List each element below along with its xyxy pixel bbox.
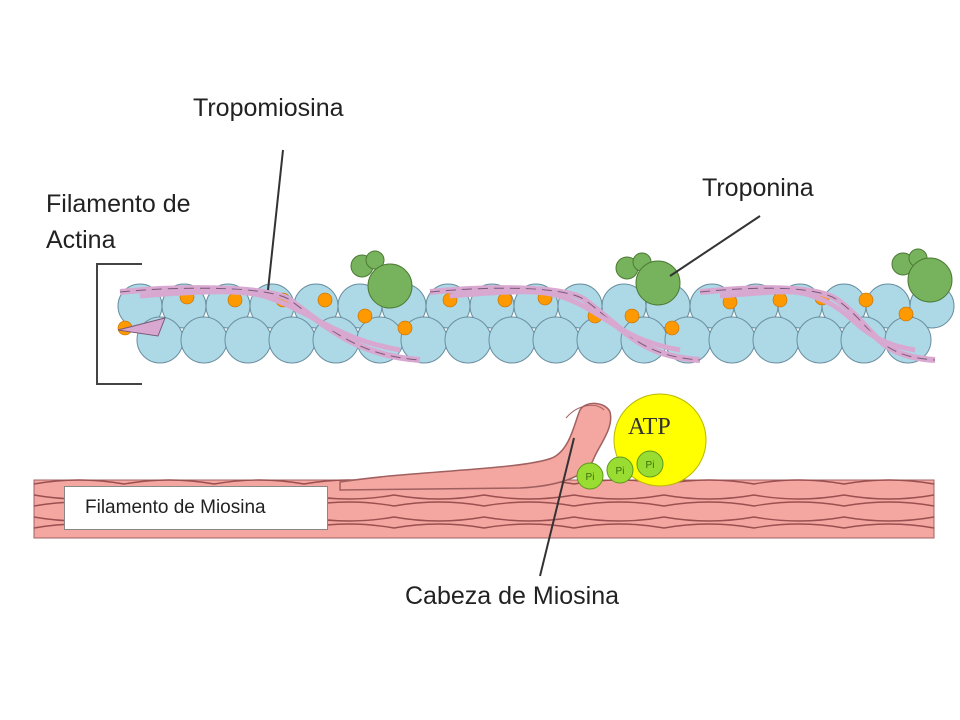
actin-globule [444,316,492,364]
binding-site [357,308,373,324]
cabeza-leader-line [539,437,575,577]
binding-site [227,292,243,308]
actin-filament [117,248,955,364]
actin-globule [752,316,800,364]
binding-site [772,292,788,308]
troponin-globe [367,263,413,309]
phosphate-label: Pi [646,460,655,471]
filamento-actina-label: Filamento de Actina [46,186,246,258]
binding-site [898,306,914,322]
filamento-miosina-label: Filamento de Miosina [64,486,328,530]
actin-bracket [96,263,142,385]
actin-globule [532,316,580,364]
binding-site [397,320,413,336]
troponin-small [365,250,385,270]
tropomyosin-strand [719,289,916,353]
phosphate [606,456,634,484]
cabeza-miosina-label: Cabeza de Miosina [405,582,620,610]
filamento-actina-line1: Filamento de [46,190,191,218]
actin-globule [268,316,316,364]
actin-globule [708,316,756,364]
binding-site [317,292,333,308]
atp-label: ATP [628,414,671,440]
actin-globule [180,316,228,364]
troponina-leader-line [669,215,761,277]
troponin-globe [907,257,953,303]
troponina-label: Troponina [702,174,814,202]
troponin-globe [635,260,681,306]
tropomiosina-leader-line [267,149,284,291]
actin-globule [488,316,536,364]
tropomyosin-strand [119,285,421,363]
tropomyosin-twist [699,287,936,361]
filamento-actina-line2: Actina [46,226,116,254]
binding-site [664,320,680,336]
tropomyosin-end [117,317,166,337]
phosphate [576,462,604,490]
tropomyosin-strand [449,289,681,353]
phosphate-label: Pi [616,466,625,477]
phosphate [636,450,664,478]
tropomiosina-label: Tropomiosina [193,94,344,122]
myosin-head-detail [565,404,605,419]
binding-site [858,292,874,308]
actin-globule [224,316,272,364]
phosphate-label: Pi [586,472,595,483]
binding-site [497,292,513,308]
tropomyosin-strand [139,289,401,353]
tropomyosin-twist [429,287,701,361]
binding-site [624,308,640,324]
myosin-head [339,402,612,491]
actin-globule [796,316,844,364]
